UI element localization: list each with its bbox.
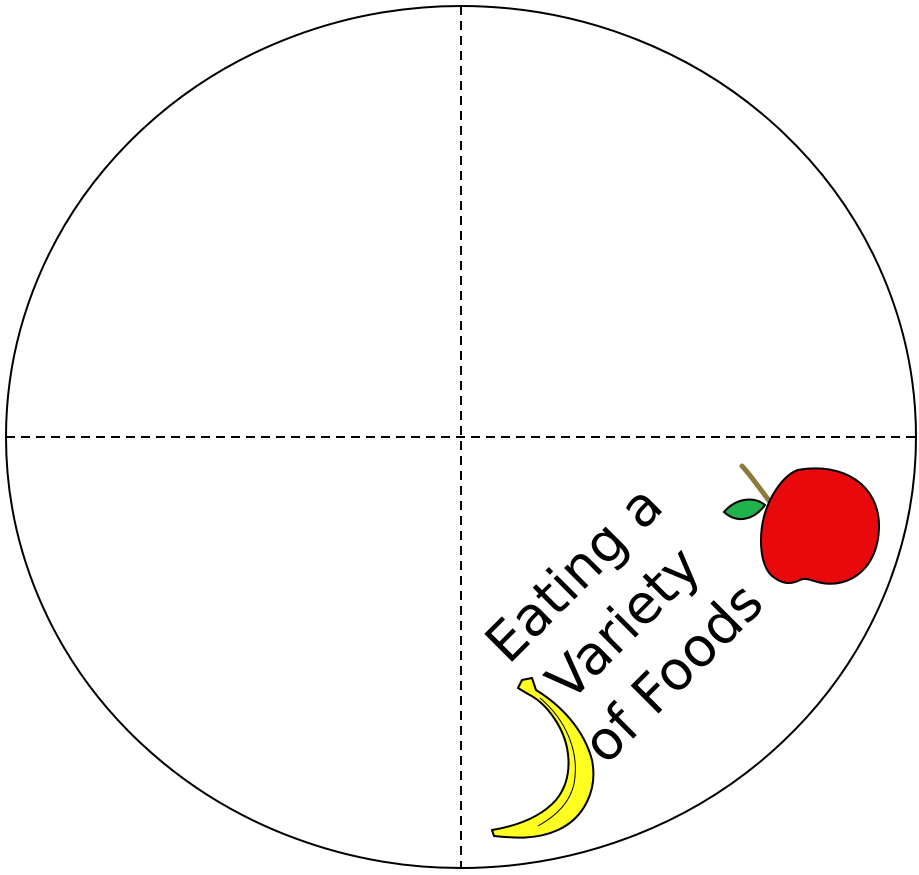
apple-body: [761, 468, 879, 583]
